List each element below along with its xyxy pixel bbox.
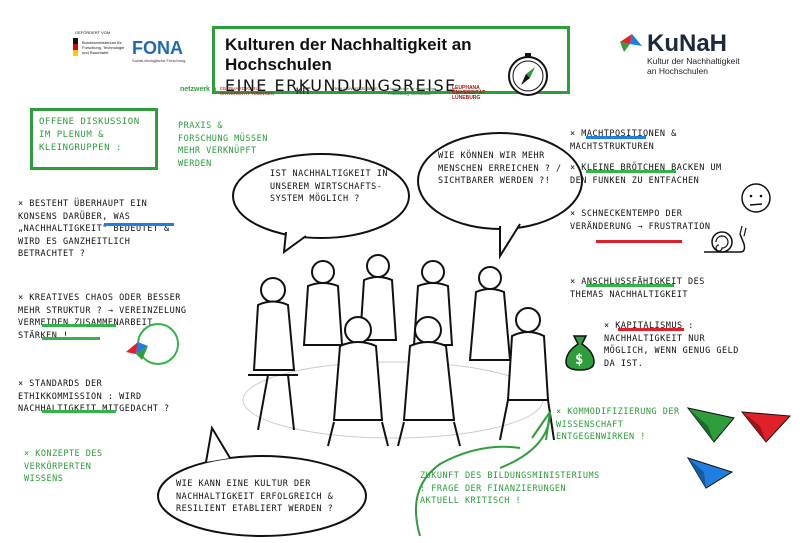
sponsor-note: GEFÖRDERT VOM bbox=[75, 30, 145, 35]
snail-icon bbox=[704, 225, 747, 253]
highlight-green bbox=[42, 337, 100, 340]
sponsor-label: GEFÖRDERT VOM bbox=[75, 30, 111, 35]
confused-face-icon bbox=[741, 183, 771, 213]
fona-logo: FONA bbox=[132, 38, 183, 58]
highlight-green bbox=[586, 170, 676, 173]
speech-bubble-2 bbox=[417, 132, 583, 260]
discussion-group-illustration bbox=[242, 254, 555, 447]
praxis-note: PRAXIS & FORSCHUNG MÜSSEN MEHR VERKNÜPFT… bbox=[178, 121, 268, 169]
svg-text:$: $ bbox=[575, 352, 583, 368]
partner-logo: LEUPHANA UNIVERSITÄT LÜNEBURG bbox=[452, 85, 486, 101]
highlight-red bbox=[596, 240, 682, 243]
partner-logo: Freie Universität Berlin bbox=[332, 86, 378, 91]
macht-note: × MACHTPOSITIONEN & MACHTSTRUKTUREN bbox=[570, 129, 677, 152]
paper-planes-icon bbox=[686, 407, 792, 489]
kunah-circle-icon bbox=[126, 323, 179, 365]
konzepte-note: × KONZEPTE DES VERKÖRPERTEN WISSENS bbox=[24, 449, 103, 484]
highlight-blue bbox=[104, 223, 174, 226]
kunah-logo-icon bbox=[620, 34, 642, 52]
anschluss-note: × ANSCHLUSSFÄHIGKEIT DES THEMAS NACHHALT… bbox=[570, 277, 705, 300]
bubble-3-text: WIE KANN EINE KULTUR DER NACHHALTIGKEIT … bbox=[176, 479, 334, 514]
highlight-red bbox=[618, 328, 684, 331]
partner-logo: netzwerk n bbox=[180, 86, 217, 93]
partner-logo: Hochschule für nachhaltige Entwicklung E… bbox=[388, 86, 437, 96]
plenum-box: OFFENE DISKUSSION IM PLENUM & KLEINGRUPP… bbox=[30, 108, 158, 170]
speech-bubble-3 bbox=[157, 425, 367, 537]
german-flag-icon bbox=[73, 38, 78, 56]
kunah-tagline: Kultur der Nachhaltigkeit an Hochschulen bbox=[647, 56, 740, 76]
schnecke-note: × SCHNECKENTEMPO DER VERÄNDERUNG → FRUST… bbox=[570, 209, 711, 232]
highlight-green bbox=[42, 324, 116, 327]
bubble-1-text: IST NACHHALTIGKEIT IN UNSEREM WIRTSCHAFT… bbox=[270, 169, 388, 204]
partner-logo: KIT bbox=[296, 86, 311, 96]
partner-logos: netzwerk n EBERHARD KARLS UNIVERSITÄT TÜ… bbox=[180, 85, 500, 101]
page-subtitle: EINE ERKUNDUNGSREISE bbox=[225, 76, 457, 95]
title-box: Kulturen der Nachhaltigkeit an Hochschul… bbox=[212, 26, 570, 95]
highlight-green bbox=[42, 410, 116, 413]
speech-bubble-4 bbox=[414, 411, 551, 537]
konsens-note: × BESTEHT ÜBERHAUPT EIN KONSENS DARÜBER,… bbox=[18, 199, 170, 259]
highlight-blue bbox=[586, 136, 646, 139]
kommod-note: × KOMMODIFIZIERUNG DER WISSENSCHAFT ENTG… bbox=[556, 407, 680, 442]
ministry-name: Bundesministerium für Forschung, Technol… bbox=[82, 40, 125, 55]
partner-logo: EBERHARD KARLS UNIVERSITÄT TÜBINGEN bbox=[220, 86, 275, 96]
compass-icon bbox=[508, 53, 548, 96]
chaos-note: × KREATIVES CHAOS ODER BESSER MEHR STRUK… bbox=[18, 293, 187, 341]
page-title: Kulturen der Nachhaltigkeit an Hochschul… bbox=[225, 35, 472, 74]
highlight-green bbox=[586, 284, 674, 287]
broetchen-note: × KLEINE BRÖTCHEN BACKEN UM DEN FUNKEN Z… bbox=[570, 163, 722, 186]
fona-subtitle: Sozial-ökologische Forschung bbox=[132, 58, 186, 63]
money-bag-icon: $ bbox=[565, 335, 595, 371]
kunah-title: KuNaH bbox=[647, 30, 728, 57]
speech-bubble-1 bbox=[232, 153, 410, 255]
kapital-note: × KAPITALISMUS : NACHHALTIGKEIT NUR MÖGL… bbox=[604, 321, 739, 369]
standards-note: × STANDARDS DER ETHIKKOMMISSION : WIRD N… bbox=[18, 379, 170, 414]
zukunft-note: ZUKUNFT DES BILDUNGSMINISTERIUMS : FRAGE… bbox=[420, 471, 600, 506]
bubble-2-text: WIE KÖNNEN WIR MEHR MENSCHEN ERREICHEN ?… bbox=[438, 151, 562, 186]
